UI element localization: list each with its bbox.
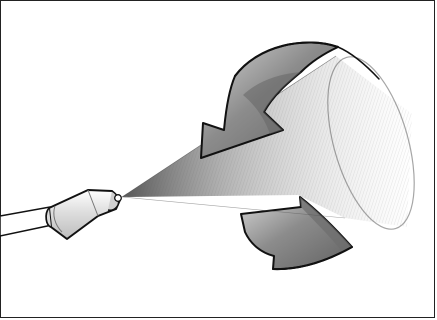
spray-nozzle-icon — [0, 190, 121, 239]
